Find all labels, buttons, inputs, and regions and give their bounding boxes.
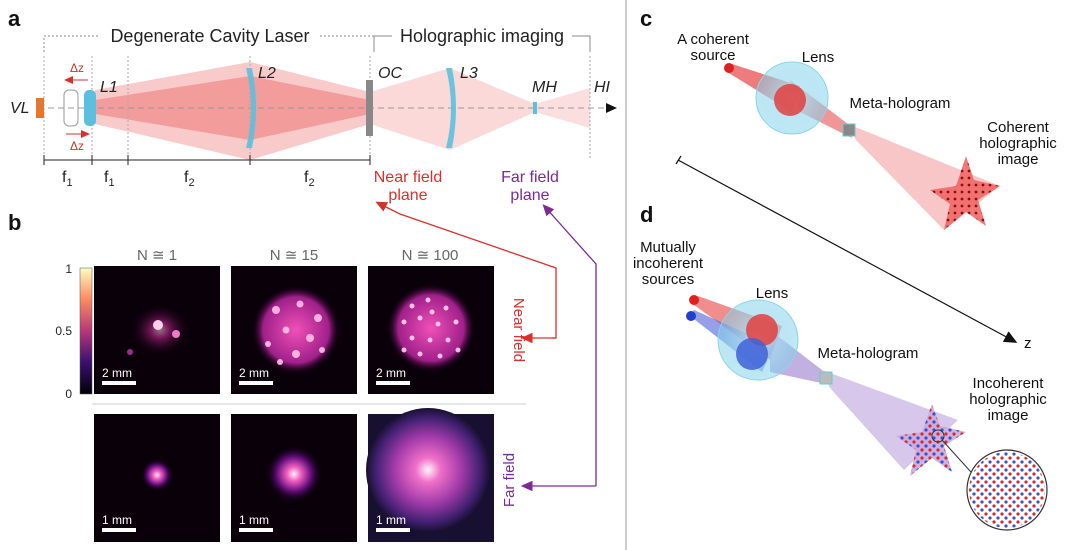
panel-letter-c: c [640,6,652,31]
l1-label: L1 [100,79,118,96]
panel-letter-a: a [8,6,21,31]
svg-text:1 mm: 1 mm [376,513,406,527]
near-plane-label-2: plane [388,187,427,204]
near-field-n1 [94,266,220,394]
far-plane-label-1: Far field [501,169,559,186]
svg-text:2 mm: 2 mm [239,366,269,380]
incoherent-source-blue [686,311,696,321]
focal-dimension [43,155,371,165]
l1-ghost [63,89,79,127]
vl-gain-medium [36,98,44,118]
image-c-label-1: Coherent [987,119,1050,136]
cavity-beam [95,62,370,160]
sources-d-label-2: incoherent [633,255,704,272]
source-c-label-1: A coherent [677,31,750,48]
l3-lens [446,68,456,148]
f1-right: f1 [104,169,115,189]
z-axis-label: z [1024,335,1032,352]
svg-text:2 mm: 2 mm [102,366,132,380]
image-d-label-2: holographic [969,391,1047,408]
l1-lens [84,90,96,126]
scalebar-near-1: 2 mm [102,366,136,385]
scalebar-far-1: 1 mm [102,513,136,532]
l3-label: L3 [460,65,478,82]
mh-hologram [533,102,537,114]
far-field-n15 [231,414,357,542]
sources-d-label-3: sources [642,271,695,288]
colorbar-tick-05: 0.5 [55,324,72,338]
sources-d-label-1: Mutually [640,239,696,256]
z-axis [677,159,1018,343]
row-label-far: Far field [501,453,518,507]
oc-mirror [366,80,373,136]
far-field-connector [542,204,597,486]
image-d-label-1: Incoherent [973,375,1045,392]
mh-label: MH [532,79,557,96]
source-c-label-2: source [690,47,735,64]
oc-label: OC [378,65,402,82]
lens-d-label: Lens [756,285,789,302]
lens-d-blue-spot [736,338,768,370]
f1-left: f1 [62,169,73,189]
l2-lens [246,68,256,148]
svg-text:1 mm: 1 mm [102,513,132,527]
image-d-label-3: image [988,407,1029,424]
zoom-marker [931,429,945,443]
svg-text:1 mm: 1 mm [239,513,269,527]
column-title-n15: N ≅ 15 [270,247,318,264]
holo-section-label: Holographic imaging [400,26,564,46]
colorbar-tick-0: 0 [65,387,72,401]
image-c-label-2: holographic [979,135,1057,152]
f2-left: f2 [184,169,195,189]
row-label-near: Near field [510,298,527,362]
holo-bracket [373,35,591,52]
z-axis-start-tick [675,155,682,165]
f2-right: f2 [304,169,315,189]
near-field-n100 [368,266,494,394]
far-field-n1 [94,414,220,542]
svg-text:2 mm: 2 mm [376,366,406,380]
lens-c-spot [774,84,806,116]
scalebar-far-3: 1 mm [376,513,410,532]
lens-d-red-spot [746,314,778,346]
lens-c-label: Lens [802,49,835,66]
hi-label: HI [594,79,611,96]
far-field-n100 [366,408,494,542]
zoom-inset [966,449,1048,531]
meta-hologram-d [819,371,833,385]
near-field-n15 [231,266,357,394]
panel-letter-d: d [640,202,653,227]
panel-b: b N ≅ 1 N ≅ 15 N ≅ 100 1 0.5 0 [8,210,527,542]
colorbar [79,267,93,395]
coherent-star-speckle [930,156,1000,230]
scalebar-near-2: 2 mm [239,366,273,385]
column-title-n100: N ≅ 100 [402,247,459,264]
delta-z-bottom: Δz [70,139,84,153]
panel-letter-b: b [8,210,21,235]
cavity-section-label: Degenerate Cavity Laser [110,26,309,46]
far-plane-label-2: plane [510,187,549,204]
hologram-d-label: Meta-hologram [818,345,919,362]
scalebar-near-3: 2 mm [376,366,410,385]
panel-c: c A coherent source Lens Meta-hologram C… [640,6,1057,230]
incoherent-star-speckle [896,404,966,476]
delta-z-top: Δz [70,61,84,75]
scalebar-far-2: 1 mm [239,513,273,532]
colorbar-tick-1: 1 [65,262,72,276]
hologram-c-label: Meta-hologram [850,95,951,112]
l2-label: L2 [258,65,276,82]
panel-a: a Degenerate Cavity Laser Holographic im… [8,6,617,204]
incoherent-source-red [689,295,699,305]
near-plane-label-1: Near field [374,169,442,186]
image-c-label-3: image [998,151,1039,168]
panel-d: d Mutually incoherent sources Lens Meta-… [633,202,1048,531]
meta-hologram-c [842,123,856,137]
column-title-n1: N ≅ 1 [137,247,177,264]
vl-label: VL [10,100,30,117]
coherent-source [724,63,734,73]
